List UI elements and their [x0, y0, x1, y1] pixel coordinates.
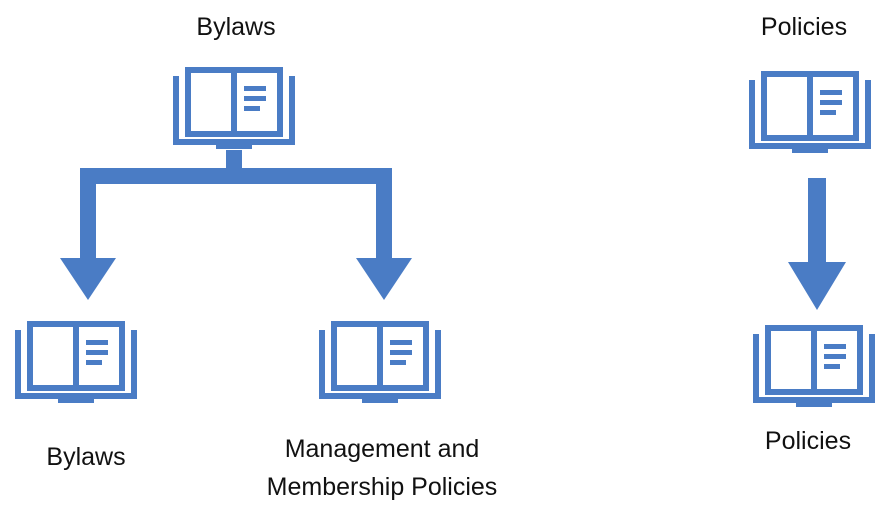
bylaws-target-book-icon [14, 318, 138, 408]
policies-target-book-icon [752, 322, 876, 412]
bylaws-target-label: Bylaws [46, 443, 126, 471]
policies-arrow [788, 178, 846, 310]
bylaws-source-book-icon [172, 64, 296, 154]
bylaws-split-arrow [60, 150, 412, 300]
management-policies-label-line2: Membership Policies [266, 473, 498, 501]
policies-source-book-icon [748, 68, 872, 158]
bylaws-left-shaft [80, 168, 96, 264]
bylaws-left-arrowhead [60, 258, 116, 300]
policies-arrowhead [788, 262, 846, 310]
bylaws-right-shaft [376, 168, 392, 264]
policies-target-label: Policies [764, 427, 852, 455]
management-policies-book-icon [318, 318, 442, 408]
policies-source-label: Policies [760, 13, 848, 41]
bylaws-right-arrowhead [356, 258, 412, 300]
policies-shaft [808, 178, 826, 268]
bylaws-branch-bar [80, 168, 392, 184]
bylaws-source-label: Bylaws [196, 13, 276, 41]
management-policies-label-line1: Management and [284, 435, 480, 463]
